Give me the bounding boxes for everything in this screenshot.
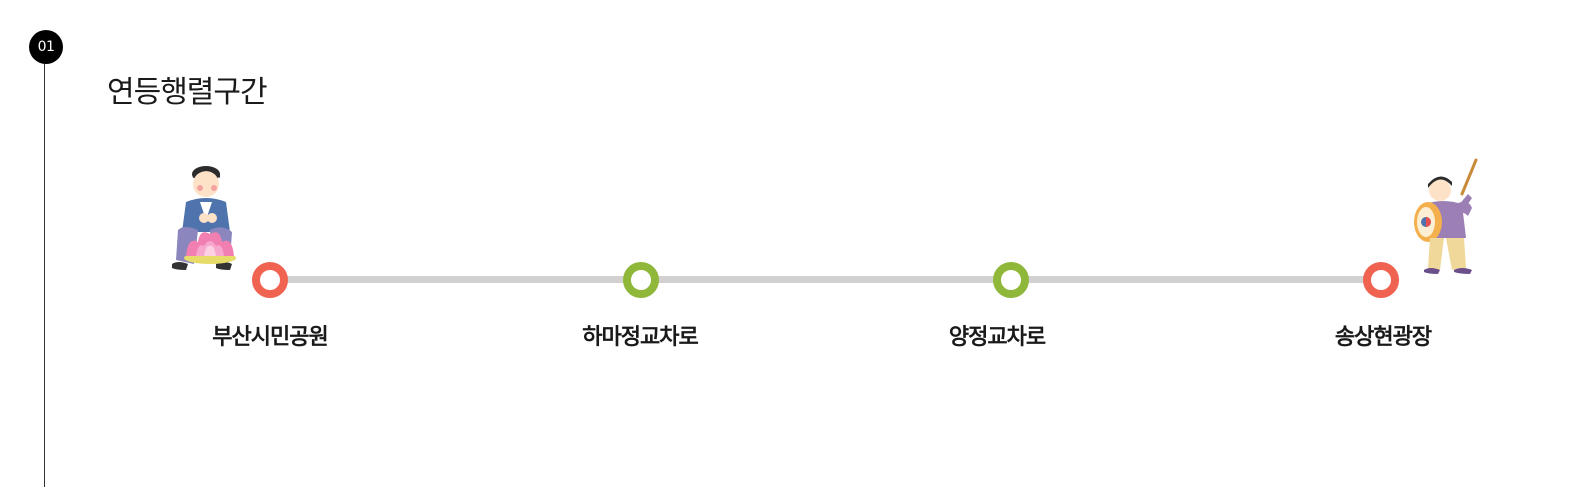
section-title: 연등행렬구간 xyxy=(107,74,268,110)
lotus-lantern-figure-icon xyxy=(172,166,236,270)
step-number-badge: 01 xyxy=(29,30,63,64)
station-marker-hamajeong[interactable] xyxy=(623,262,659,298)
station-label-hamajeong: 하마정교차로 xyxy=(582,325,698,350)
station-label-songsanghyeon-square: 송상현광장 xyxy=(1334,325,1432,350)
drummer-figure-icon xyxy=(1414,158,1478,274)
station-label-busan-citizens-park: 부산시민공원 xyxy=(212,325,328,350)
station-marker-yangjeong[interactable] xyxy=(993,262,1029,298)
station-marker-busan-citizens-park[interactable] xyxy=(252,262,288,298)
route-track xyxy=(270,276,1382,283)
step-timeline-line xyxy=(44,64,45,487)
station-marker-songsanghyeon-square[interactable] xyxy=(1363,262,1399,298)
station-label-yangjeong: 양정교차로 xyxy=(948,325,1046,350)
